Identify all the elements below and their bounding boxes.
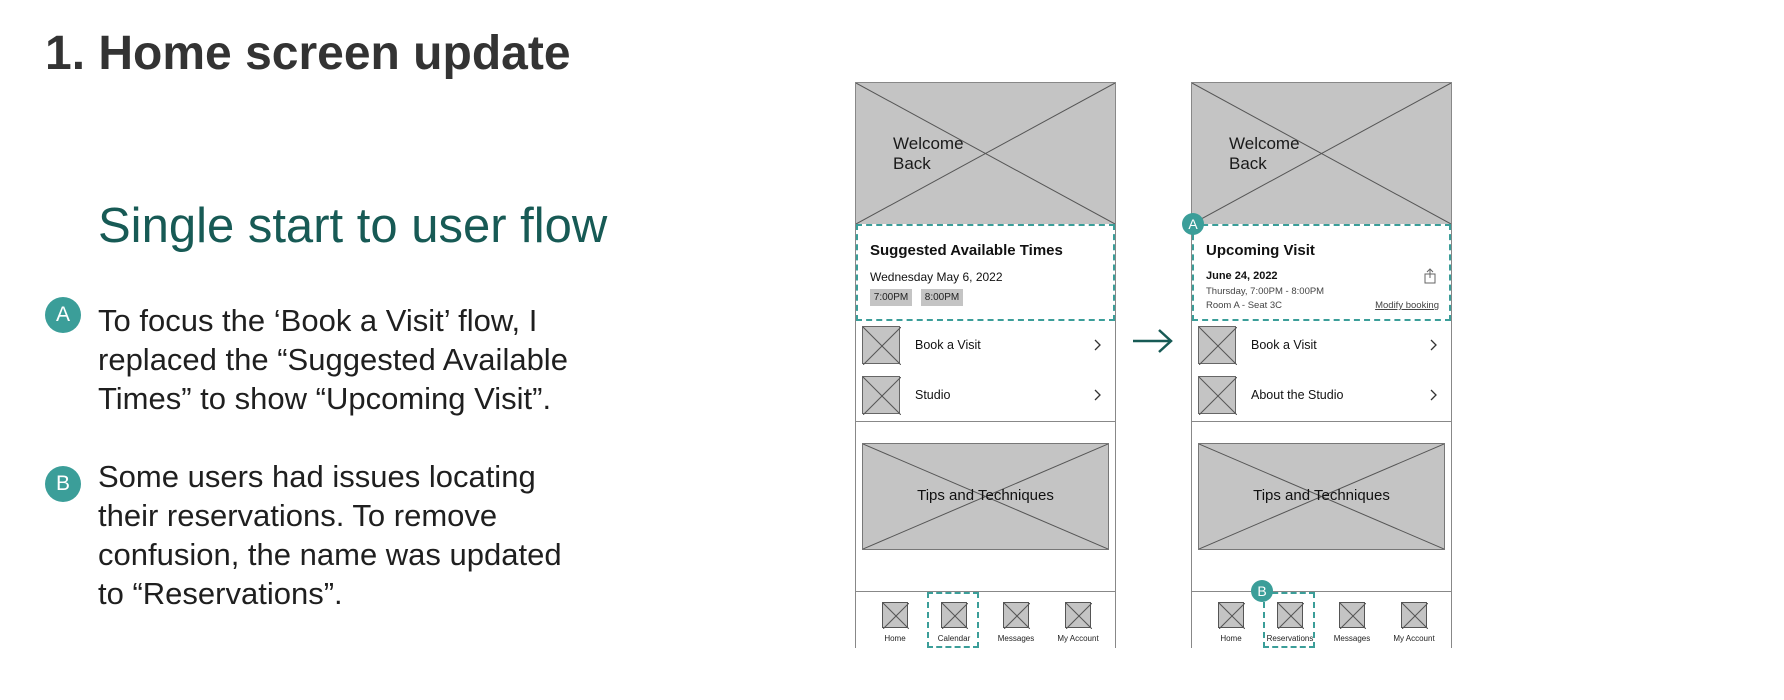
note-b: Some users had issues locating their res… xyxy=(98,457,658,613)
arrow-right-icon xyxy=(1133,329,1173,353)
chevron-right-icon xyxy=(1430,339,1437,351)
card-title: Suggested Available Times xyxy=(870,242,1063,259)
time-chip[interactable]: 8:00PM xyxy=(921,289,963,306)
note-b-line: to “Reservations”. xyxy=(98,576,343,611)
calendar-icon xyxy=(941,602,968,629)
hero-image: Welcome Back xyxy=(1192,83,1451,225)
modify-booking-link[interactable]: Modify booking xyxy=(1375,300,1439,311)
nav-label: Home xyxy=(884,634,906,643)
image-placeholder-icon xyxy=(1192,83,1451,224)
row-label: About the Studio xyxy=(1251,388,1344,402)
row-studio[interactable]: Studio xyxy=(856,371,1115,422)
bottom-nav: Home Calendar Messages My Account xyxy=(856,591,1115,648)
tips-label: Tips and Techniques xyxy=(1253,487,1390,504)
note-a-line: To focus the ‘Book a Visit’ flow, I xyxy=(98,303,538,338)
badge-b: B xyxy=(45,466,81,502)
nav-label: Messages xyxy=(1333,634,1371,643)
nav-messages[interactable]: Messages xyxy=(1323,598,1379,646)
nav-messages[interactable]: Messages xyxy=(987,598,1043,646)
nav-label: Calendar xyxy=(937,634,971,643)
image-placeholder-icon xyxy=(1198,326,1237,365)
messages-icon xyxy=(1339,602,1366,629)
home-icon xyxy=(882,602,909,629)
nav-calendar[interactable]: Calendar xyxy=(925,598,981,646)
card-room: Room A - Seat 3C xyxy=(1206,300,1283,311)
image-placeholder-icon xyxy=(862,326,901,365)
bottom-nav: Home Reservations Messages My Account xyxy=(1192,591,1451,648)
nav-home[interactable]: Home xyxy=(1202,598,1258,646)
note-a: To focus the ‘Book a Visit’ flow, I repl… xyxy=(98,301,658,418)
nav-label: Home xyxy=(1220,634,1242,643)
nav-label: My Account xyxy=(1393,634,1435,643)
card-title: Upcoming Visit xyxy=(1206,242,1315,259)
row-label: Book a Visit xyxy=(915,338,981,352)
nav-home[interactable]: Home xyxy=(866,598,922,646)
share-icon[interactable] xyxy=(1423,268,1437,284)
note-a-line: Times” to show “Upcoming Visit”. xyxy=(98,381,552,416)
note-b-line: Some users had issues locating xyxy=(98,459,536,494)
card-date: Wednesday May 6, 2022 xyxy=(870,270,1003,284)
row-book-a-visit[interactable]: Book a Visit xyxy=(1192,321,1451,372)
tips-card[interactable]: Tips and Techniques xyxy=(862,443,1109,550)
page-title: 1. Home screen update xyxy=(45,27,571,80)
tips-label: Tips and Techniques xyxy=(917,487,1054,504)
nav-reservations[interactable]: Reservations xyxy=(1261,598,1317,646)
row-label: Studio xyxy=(915,388,951,402)
note-b-line: confusion, the name was updated xyxy=(98,537,562,572)
chevron-right-icon xyxy=(1094,339,1101,351)
account-icon xyxy=(1065,602,1092,629)
badge-b-marker: B xyxy=(1251,580,1273,602)
card-date: June 24, 2022 xyxy=(1206,270,1278,282)
section-subtitle: Single start to user flow xyxy=(98,199,608,253)
nav-label: Messages xyxy=(997,634,1035,643)
nav-my-account[interactable]: My Account xyxy=(1385,598,1441,646)
image-placeholder-icon xyxy=(863,444,1108,549)
messages-icon xyxy=(1003,602,1030,629)
badge-a: A xyxy=(45,297,81,333)
image-placeholder-icon xyxy=(1199,444,1444,549)
wireframe-after: Welcome Back Upcoming Visit June 24, 202… xyxy=(1182,82,1452,648)
row-label: Book a Visit xyxy=(1251,338,1317,352)
nav-highlight xyxy=(927,592,979,648)
account-icon xyxy=(1401,602,1428,629)
upcoming-visit-card: Upcoming Visit June 24, 2022 Thursday, 7… xyxy=(1192,224,1451,321)
wireframe-before: Welcome Back Suggested Available Times W… xyxy=(855,82,1116,648)
nav-highlight xyxy=(1263,592,1315,648)
tips-card[interactable]: Tips and Techniques xyxy=(1198,443,1445,550)
hero-image: Welcome Back xyxy=(856,83,1115,225)
row-about-the-studio[interactable]: About the Studio xyxy=(1192,371,1451,422)
image-placeholder-icon xyxy=(862,376,901,415)
note-b-line: their reservations. To remove xyxy=(98,498,498,533)
nav-my-account[interactable]: My Account xyxy=(1049,598,1105,646)
row-book-a-visit[interactable]: Book a Visit xyxy=(856,321,1115,372)
hero-welcome-text: Welcome Back xyxy=(1229,134,1300,173)
image-placeholder-icon xyxy=(1198,376,1237,415)
card-time: Thursday, 7:00PM - 8:00PM xyxy=(1206,286,1325,297)
home-icon xyxy=(1218,602,1245,629)
chevron-right-icon xyxy=(1094,389,1101,401)
badge-a-marker: A xyxy=(1182,213,1204,235)
reservations-icon xyxy=(1277,602,1304,629)
image-placeholder-icon xyxy=(856,83,1115,224)
note-a-line: replaced the “Suggested Available xyxy=(98,342,568,377)
nav-label: My Account xyxy=(1057,634,1099,643)
hero-welcome-text: Welcome Back xyxy=(893,134,964,173)
nav-label: Reservations xyxy=(1266,634,1314,643)
chevron-right-icon xyxy=(1430,389,1437,401)
time-chip[interactable]: 7:00PM xyxy=(870,289,912,306)
suggested-times-card: Suggested Available Times Wednesday May … xyxy=(856,224,1115,321)
